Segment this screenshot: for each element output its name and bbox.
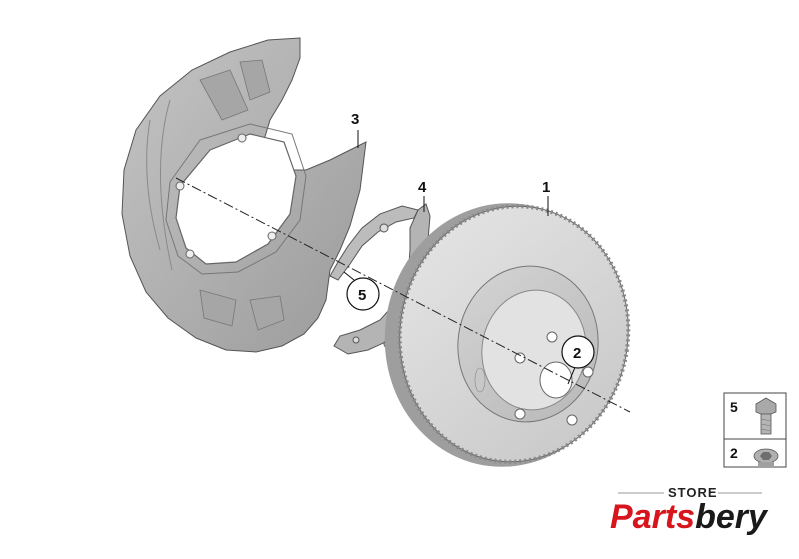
svg-text:1: 1 [542,179,550,196]
callout-brake-disc: 1 [542,179,550,196]
brand-store: STORE [668,485,718,500]
brake-disc [384,203,631,467]
callout-hex-bolt: 5 [346,277,380,311]
legend-label-2: 2 [730,445,738,461]
partsbery-logo: STORE Partsbery [610,485,769,536]
svg-text:2: 2 [573,345,581,362]
callout-brake-shoe-plate: 4 [418,179,427,196]
brand-wordmark: Partsbery [610,498,769,536]
brand-part1: Parts [610,498,695,536]
brand-part2: bery [695,498,769,536]
svg-text:4: 4 [418,179,427,196]
parts-legend: 5 2 [723,392,787,468]
svg-text:5: 5 [358,287,366,304]
svg-text:3: 3 [351,111,359,128]
assembly-axis [175,177,631,413]
dust-shield [121,37,367,353]
legend-label-5: 5 [730,399,738,415]
socket-bolt-icon [753,448,779,467]
callout-disc-bolt: 2 [561,335,595,369]
callout-dust-shield: 3 [351,111,359,128]
hex-bolt-icon [755,397,777,435]
